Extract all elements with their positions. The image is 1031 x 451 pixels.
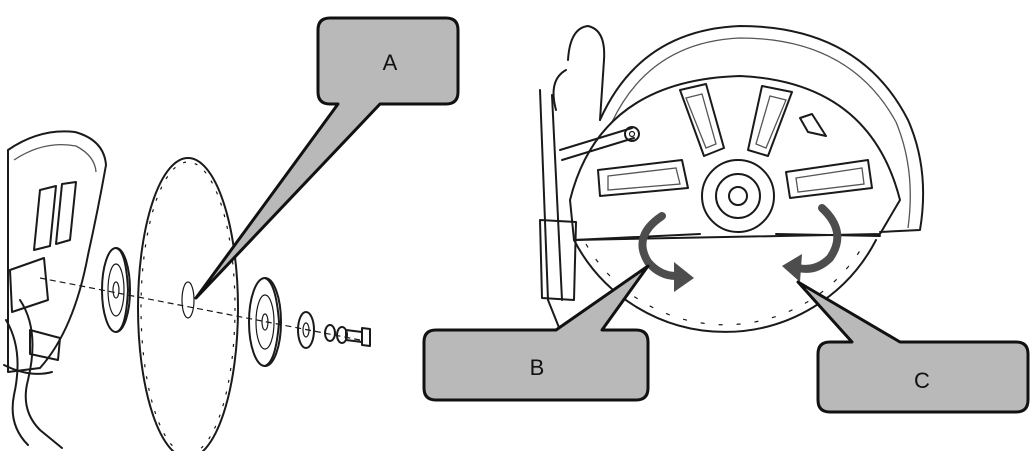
inner-flange (101, 247, 131, 333)
blade-guard (599, 25, 925, 233)
washer (297, 311, 315, 349)
blade-disc (573, 239, 877, 333)
rotation-arrow-c (782, 204, 842, 282)
cover-slots (597, 83, 873, 199)
axis-line (39, 277, 361, 341)
blade-hub (701, 159, 775, 233)
exploded-assembly-view (3, 130, 371, 451)
cover-plate (569, 75, 901, 241)
callout-c-label: C (914, 368, 930, 393)
guard-view (539, 25, 925, 333)
callout-a-label: A (383, 50, 398, 75)
callout-c: C (796, 280, 1030, 414)
callout-b-label: B (530, 355, 545, 380)
outer-flange (248, 277, 282, 367)
bolt (324, 324, 371, 347)
callout-a: A (194, 16, 460, 300)
rotation-arrow-b (638, 212, 694, 292)
saw-housing (3, 130, 107, 449)
diamond-blade (137, 157, 239, 451)
saw-frame (539, 25, 640, 331)
callout-b: B (422, 264, 650, 402)
